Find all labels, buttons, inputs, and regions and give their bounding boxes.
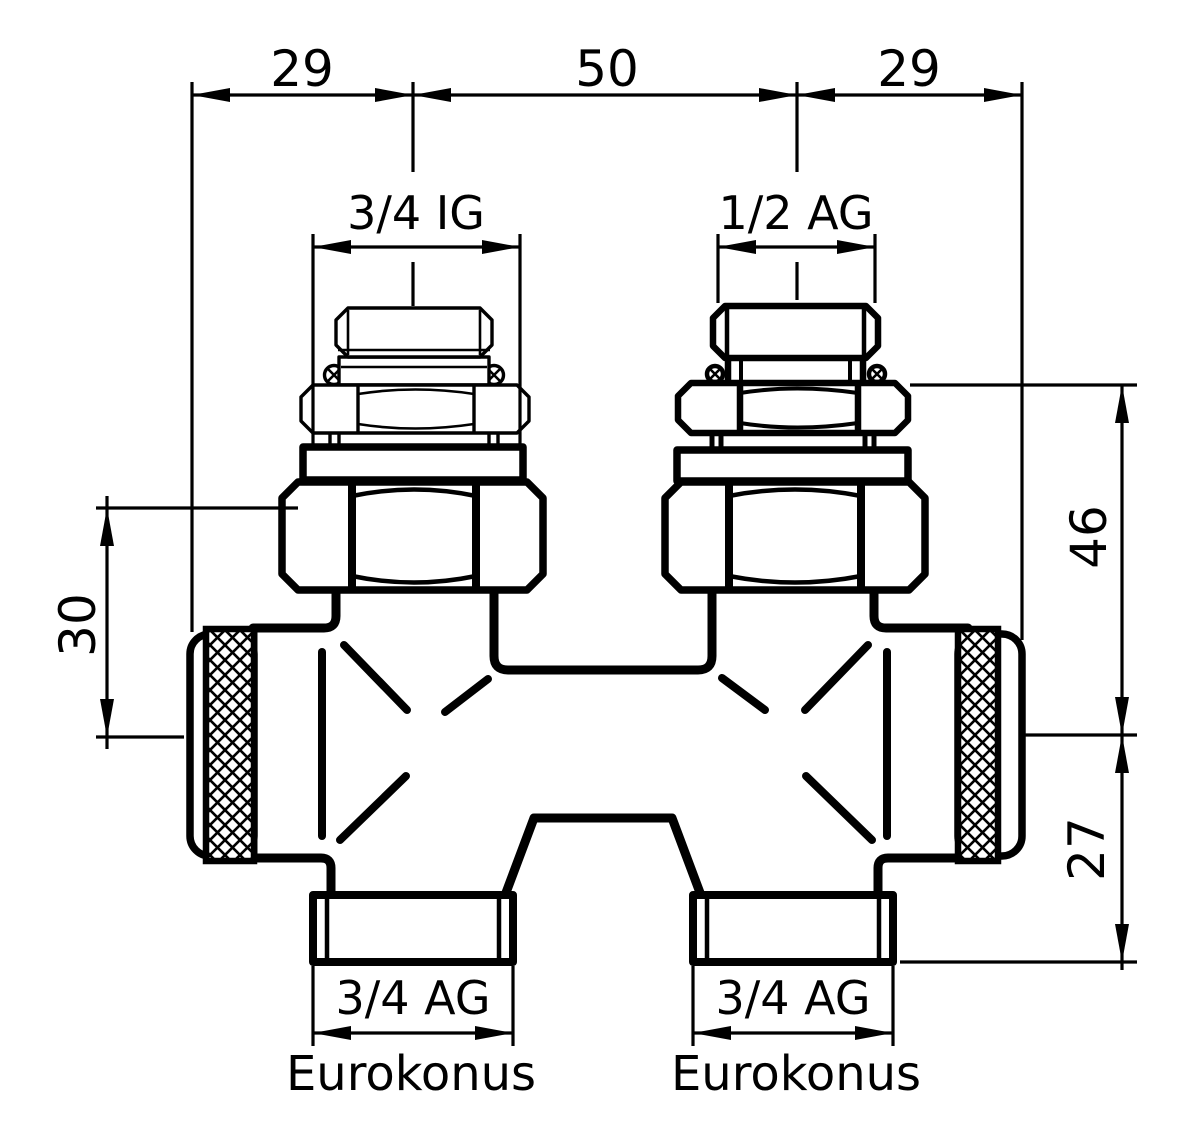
bottom-port-left bbox=[309, 891, 517, 966]
left-tailpiece-band bbox=[337, 355, 491, 387]
right-thread-block bbox=[709, 302, 882, 362]
right-union-nut bbox=[674, 379, 912, 437]
thread-label-bottom-left: 3/4 AG bbox=[336, 971, 491, 1025]
left-collar bbox=[299, 443, 527, 484]
cone-label-bottom-right: Eurokonus bbox=[671, 1046, 921, 1102]
dim-top-center-label: 50 bbox=[575, 40, 639, 98]
right-knurled-cap bbox=[954, 625, 1026, 865]
right-hex-nut bbox=[661, 478, 929, 594]
left-tailpiece-neck bbox=[328, 433, 500, 447]
valve-body-outline bbox=[248, 550, 973, 903]
dim-right-upper-label: 46 bbox=[1060, 505, 1118, 569]
right-male-connector bbox=[661, 302, 929, 594]
dim-right-lower-label: 27 bbox=[1058, 817, 1116, 881]
right-collar bbox=[673, 446, 912, 485]
thread-label-top-left: 3/4 IG bbox=[347, 186, 485, 240]
bottom-port-right bbox=[689, 891, 897, 966]
dim-top-right-label: 29 bbox=[877, 40, 941, 98]
o-ring-right-b bbox=[866, 363, 888, 385]
dimension-lines bbox=[96, 82, 1137, 1046]
flow-passage-dashes bbox=[336, 641, 876, 844]
body-inner-face-lines bbox=[318, 648, 891, 840]
thread-label-bottom-right: 3/4 AG bbox=[716, 971, 871, 1025]
left-union-nut bbox=[299, 383, 531, 435]
dim-top-left-label: 29 bbox=[270, 40, 334, 98]
dim-left-side-label: 30 bbox=[49, 593, 107, 657]
thread-label-top-right: 1/2 AG bbox=[719, 186, 874, 240]
left-knurled-cap bbox=[186, 625, 258, 865]
cone-label-bottom-left: Eurokonus bbox=[286, 1046, 536, 1102]
left-union-connector bbox=[278, 306, 547, 594]
o-ring-right-a bbox=[704, 363, 726, 385]
left-hex-nut bbox=[278, 478, 547, 594]
right-tailpiece-neck bbox=[709, 433, 877, 450]
